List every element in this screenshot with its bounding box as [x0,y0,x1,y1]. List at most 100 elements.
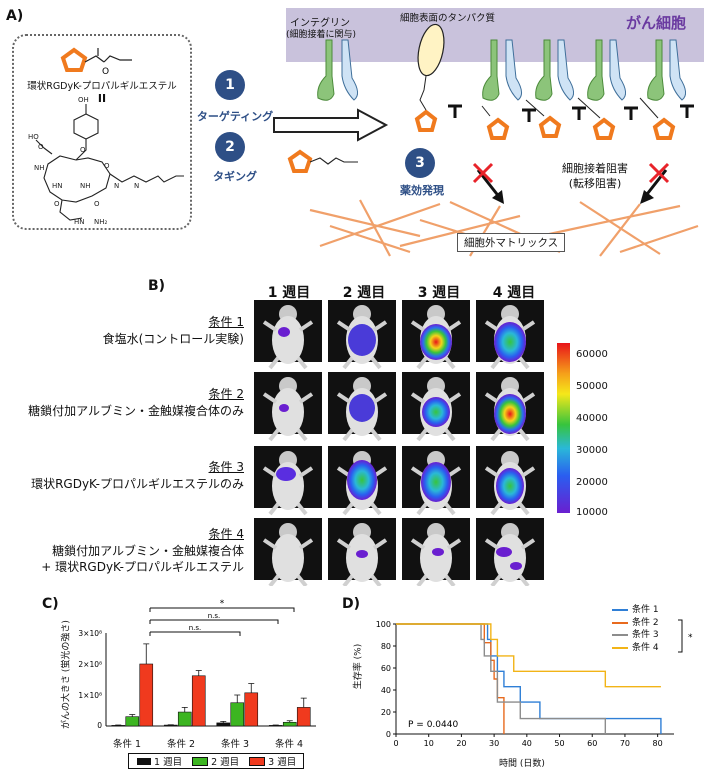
legend-line-cond2 [612,621,628,624]
compound-name: 環状RGDyK-プロパルギルエステル [27,81,177,92]
d-ytick-60: 60 [381,664,391,673]
panel-c-label: C) [42,596,59,612]
svg-text:O: O [104,162,110,170]
d-ytick-100: 100 [376,620,391,629]
colorbar-tick-60000: 60000 [576,349,608,360]
condition-2-title: 条件 2 [208,387,244,401]
errorbar-4-3 [300,697,307,708]
errorbar-1-3 [143,643,150,664]
condition-2-desc: 糖鎖付加アルブミン・金触媒複合体のみ [28,404,244,418]
metastasis-block-label: (転移阻害) [568,177,622,190]
errorbar-1-2 [129,714,136,717]
compound-box: O OH HO O O NH HN NH O N N O O HN NH₂ [12,34,192,230]
svg-text:HO: HO [28,133,39,141]
legend-swatch-week2 [192,756,209,766]
process-arrow [273,108,389,142]
mouse-image-grid [254,300,544,586]
survival-line-cond2 [396,623,505,734]
errorbar-3-2 [234,694,241,703]
sig-star-c: * [220,599,225,609]
colorbar-tick-40000: 40000 [576,413,608,424]
ytick-2e8: 2×10⁸ [78,660,102,669]
equals-sign: II [97,92,107,105]
blocked-arrow-right [640,162,670,204]
svg-text:O: O [80,146,86,154]
d-ytick-20: 20 [381,708,391,717]
compound-structure: O OH HO O O NH HN NH O N N O O HN NH₂ [28,47,184,226]
legend-week1: 1 週目 [154,757,183,768]
colorbar-tick-30000: 30000 [576,445,608,456]
bar-2-2 [177,711,192,727]
survival-line-cond1 [396,623,662,734]
week-1-header: 1 週目 [267,285,311,301]
legend-cond3: 条件 3 [632,630,659,640]
d-ytick-0: 0 [386,730,391,739]
panel-d-xlabel: 時間 (日数) [499,759,545,769]
intensity-colorbar [557,343,570,513]
bar-2-1 [163,724,178,727]
bar-4-1 [268,725,283,727]
integrin-sublabel: (細胞接着に関与) [286,30,357,40]
cancer-cell-title: がん細胞 [626,14,687,32]
integrin-receptors [317,23,694,140]
d-xtick-70: 70 [620,739,630,748]
condition-4-title: 条件 4 [208,527,244,541]
svg-text:OH: OH [78,96,89,104]
legend-swatch-week3 [249,756,266,766]
d-ytick-80: 80 [381,642,391,651]
condition-3-desc: 環状RGDyK-プロパルギルエステルのみ [31,477,244,491]
c-xtick-2: 条件 2 [166,739,196,750]
step-3-label: 薬効発現 [400,184,444,197]
panel-d-legend: 条件 1 条件 2 条件 3 条件 4 [612,604,659,654]
bar-1-1 [111,725,126,727]
legend-line-cond1 [612,609,628,612]
ytick-1e8: 1×10⁸ [78,691,102,700]
errorbar-2-2 [181,707,188,713]
step-2-label: タギング [213,170,257,183]
condition-4-desc2: + 環状RGDyK-プロパルギルエステル [41,560,244,574]
d-xtick-10: 10 [424,739,434,748]
legend-cond4: 条件 4 [632,642,659,653]
svg-text:O: O [38,143,44,151]
bar-2-3 [191,675,206,727]
errorbar-2-3 [195,670,202,676]
bar-1-2 [125,716,140,727]
colorbar-tick-50000: 50000 [576,381,608,392]
svg-text:NH₂: NH₂ [94,218,108,226]
svg-text:N: N [134,182,139,190]
sig-ns-2: n.s. [189,624,202,632]
d-xtick-60: 60 [587,739,597,748]
panel-d-label: D) [342,596,361,612]
colorbar-tick-10000: 10000 [576,507,608,518]
panel-c-legend: 1 週目 2 週目 3 週目 [128,753,304,769]
legend-week3: 3 週目 [268,757,297,768]
svg-text:N: N [114,182,119,190]
bar-3-1 [216,722,231,727]
survival-line-cond3 [396,623,607,734]
step-2-circle: 2 [215,132,245,162]
bar-1-3 [139,663,154,727]
errorbar-3-1 [220,720,227,723]
protein-label: 細胞表面のタンパク質 [400,13,496,24]
legend-cond1: 条件 1 [632,605,659,615]
bar-3-3 [244,692,259,727]
c-xtick-4: 条件 4 [274,739,304,750]
step-3-circle: 3 [405,148,435,178]
integrin-label: インテグリン [290,18,350,29]
legend-cond2: 条件 2 [632,617,659,628]
condition-1-title: 条件 1 [208,315,244,329]
svg-text:O: O [54,200,60,208]
propargyl-ester-icon [287,149,358,173]
week-4-header: 4 週目 [492,285,536,301]
survival-line-cond4 [396,623,661,688]
week-3-header: 3 週目 [417,285,461,301]
condition-4-desc: 糖鎖付加アルブミン・金触媒複合体 [52,544,244,558]
svg-text:HN: HN [52,182,63,190]
legend-line-cond4 [612,646,628,649]
errorbar-4-2 [286,720,293,723]
d-xtick-80: 80 [653,739,663,748]
sig-star-d: * [688,633,693,643]
step-1-circle: 1 [215,70,245,100]
svg-text:HN: HN [74,218,85,226]
